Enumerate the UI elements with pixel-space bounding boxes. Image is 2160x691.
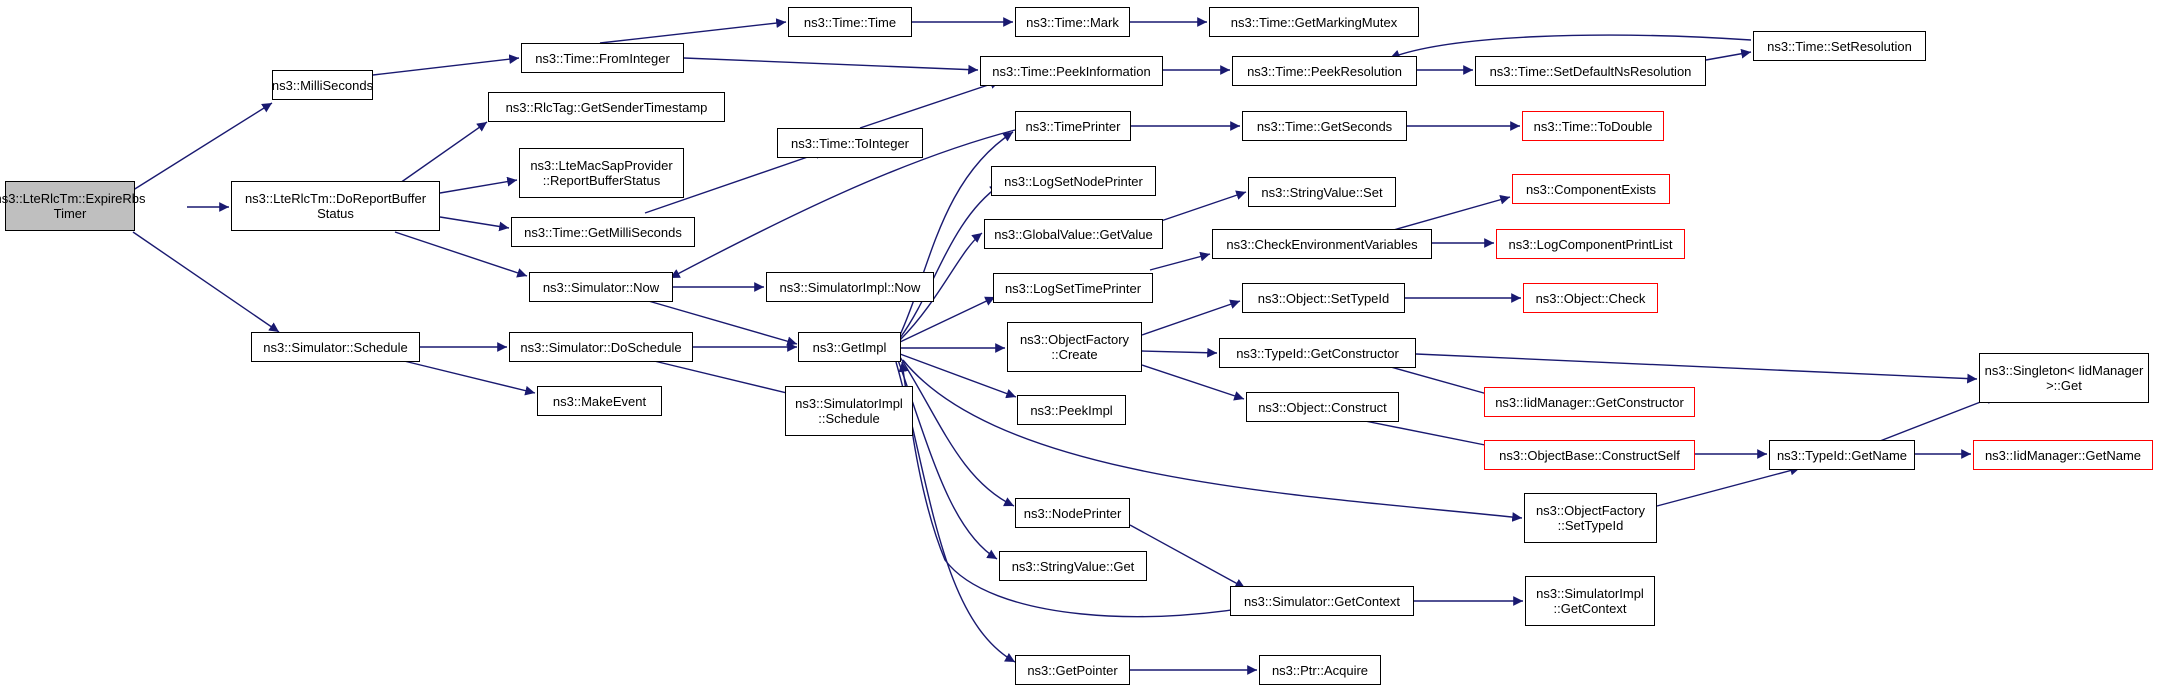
node-type-id-get-constructor[interactable]: ns3::TypeId::GetConstructor	[1219, 338, 1416, 368]
node-time-to-integer[interactable]: ns3::Time::ToInteger	[777, 128, 923, 158]
edge-doreport-ltemac	[439, 176, 518, 194]
edge-now-getimpl	[644, 299, 798, 346]
edge-getimpl-lognode	[899, 184, 1001, 339]
edge-construct-constructself	[1359, 419, 1501, 451]
edge-nodeprinter-getcontext	[1129, 524, 1246, 589]
node-peek-impl[interactable]: ns3::PeekImpl	[1017, 395, 1126, 425]
node-time-get-seconds[interactable]: ns3::Time::GetSeconds	[1242, 111, 1407, 141]
edge-getimpl-nodeprinter	[899, 356, 1015, 507]
node-object-factory-set-type-id[interactable]: ns3::ObjectFactory ::SetTypeId	[1524, 493, 1657, 543]
node-make-event[interactable]: ns3::MakeEvent	[537, 386, 662, 416]
node-do-report-buffer-status[interactable]: ns3::LteRlcTm::DoReportBuffer Status	[231, 181, 440, 231]
node-time-to-double[interactable]: ns3::Time::ToDouble	[1522, 111, 1664, 141]
edge-getname-singleton	[1879, 394, 1997, 442]
node-time-get-marking-mutex[interactable]: ns3::Time::GetMarkingMutex	[1209, 7, 1419, 37]
node-log-component-print-list[interactable]: ns3::LogComponentPrintList	[1496, 229, 1685, 259]
node-time-peek-resolution[interactable]: ns3::Time::PeekResolution	[1232, 56, 1417, 86]
node-object-construct[interactable]: ns3::Object::Construct	[1246, 392, 1399, 422]
edge-checkenv-componentexists	[1389, 194, 1511, 232]
node-simulator-now[interactable]: ns3::Simulator::Now	[529, 272, 673, 302]
node-log-set-node-printer[interactable]: ns3::LogSetNodePrinter	[991, 166, 1156, 196]
node-iid-manager-get-name[interactable]: ns3::IidManager::GetName	[1973, 440, 2153, 470]
node-component-exists[interactable]: ns3::ComponentExists	[1512, 174, 1670, 204]
edge-create-settypeid	[1141, 299, 1241, 336]
node-log-set-time-printer[interactable]: ns3::LogSetTimePrinter	[993, 273, 1153, 303]
node-global-value-get-value[interactable]: ns3::GlobalValue::GetValue	[984, 219, 1163, 249]
node-time-set-default-ns-resolution[interactable]: ns3::Time::SetDefaultNsResolution	[1475, 56, 1706, 86]
edge-millis-frominteger	[372, 54, 520, 76]
edge-doreport-rlctag	[389, 121, 488, 191]
node-time-from-integer[interactable]: ns3::Time::FromInteger	[521, 43, 684, 73]
node-rlctag-get-sender-timestamp[interactable]: ns3::RlcTag::GetSenderTimestamp	[488, 92, 725, 122]
node-object-check[interactable]: ns3::Object::Check	[1523, 283, 1658, 313]
node-iid-manager-get-constructor[interactable]: ns3::IidManager::GetConstructor	[1484, 387, 1695, 417]
edge-setresolution-peekresolution	[1389, 34, 1752, 60]
node-time-mark[interactable]: ns3::Time::Mark	[1015, 7, 1130, 37]
node-time-peek-information[interactable]: ns3::Time::PeekInformation	[980, 56, 1163, 86]
node-simulator-impl-now[interactable]: ns3::SimulatorImpl::Now	[766, 272, 934, 302]
node-time-time[interactable]: ns3::Time::Time	[788, 7, 912, 37]
edge-getimpl-timeprinter	[899, 131, 1014, 336]
node-milli-seconds[interactable]: ns3::MilliSeconds	[272, 70, 373, 100]
edge-timeprinter-now	[669, 129, 1016, 279]
edge-getimpl-peekimpl	[899, 353, 1017, 399]
node-ptr-acquire[interactable]: ns3::Ptr::Acquire	[1259, 655, 1381, 685]
edge-create-construct	[1141, 364, 1245, 401]
node-simulator-schedule[interactable]: ns3::Simulator::Schedule	[251, 332, 420, 362]
node-time-get-milli-seconds[interactable]: ns3::Time::GetMilliSeconds	[511, 217, 695, 247]
edge-getimpl-globalvalue	[899, 232, 983, 341]
node-type-id-get-name[interactable]: ns3::TypeId::GetName	[1769, 440, 1915, 470]
node-time-set-resolution[interactable]: ns3::Time::SetResolution	[1753, 31, 1926, 61]
edge-create-getconstructor	[1141, 347, 1218, 358]
node-simulator-impl-schedule[interactable]: ns3::SimulatorImpl ::Schedule	[785, 386, 913, 436]
edge-getimpl-objfactorysettypeid	[902, 359, 1523, 522]
node-simulator-do-schedule[interactable]: ns3::Simulator::DoSchedule	[509, 332, 693, 362]
edge-globalvalue-stringset	[1157, 190, 1247, 223]
node-lte-rlc-tm-expire-rbs-timer: ns3::LteRlcTm::ExpireRbs Timer	[0, 181, 146, 231]
edge-objfactorysettypeid-getname	[1656, 465, 1801, 507]
edge-getconstructor-iidgetconstructor	[1379, 363, 1499, 400]
edge-root-schedule	[132, 231, 280, 333]
node-check-environment-variables[interactable]: ns3::CheckEnvironmentVariables	[1212, 229, 1432, 259]
node-singleton-iid-manager-get[interactable]: ns3::Singleton< IidManager >::Get	[1979, 353, 2149, 403]
edge-getmilli-tointeger	[644, 149, 826, 214]
edge-schedule-makeevent	[399, 359, 536, 396]
edge-frominteger-timetime	[599, 18, 787, 44]
node-string-value-set[interactable]: ns3::StringValue::Set	[1248, 177, 1396, 207]
node-simulator-get-context[interactable]: ns3::Simulator::GetContext	[1230, 586, 1414, 616]
node-time-printer[interactable]: ns3::TimePrinter	[1015, 111, 1131, 141]
node-string-value-get[interactable]: ns3::StringValue::Get	[999, 551, 1147, 581]
node-simulator-impl-get-context[interactable]: ns3::SimulatorImpl ::GetContext	[1525, 576, 1655, 626]
node-object-set-type-id[interactable]: ns3::Object::SetTypeId	[1242, 283, 1405, 313]
node-get-pointer[interactable]: ns3::GetPointer	[1015, 655, 1130, 685]
edge-logtime-checkenv	[1149, 251, 1211, 271]
edge-setdefault-setresolution	[1705, 48, 1752, 61]
edge-doreport-now	[394, 231, 528, 278]
edge-root-millis	[129, 102, 273, 193]
edge-getimpl-logtime	[899, 296, 996, 343]
node-node-printer[interactable]: ns3::NodePrinter	[1015, 498, 1130, 528]
edge-frominteger-peekinfo	[683, 57, 979, 75]
edge-doreport-getmilli	[439, 216, 510, 232]
node-object-factory-create[interactable]: ns3::ObjectFactory ::Create	[1007, 322, 1142, 372]
node-lte-mac-sap-report-buffer-status[interactable]: ns3::LteMacSapProvider ::ReportBufferSta…	[519, 148, 684, 198]
node-get-impl[interactable]: ns3::GetImpl	[798, 332, 901, 362]
node-object-base-construct-self[interactable]: ns3::ObjectBase::ConstructSelf	[1484, 440, 1695, 470]
edge-getconstructor-singleton	[1415, 353, 1978, 384]
edge-tointeger-peekinfo	[859, 79, 1001, 129]
